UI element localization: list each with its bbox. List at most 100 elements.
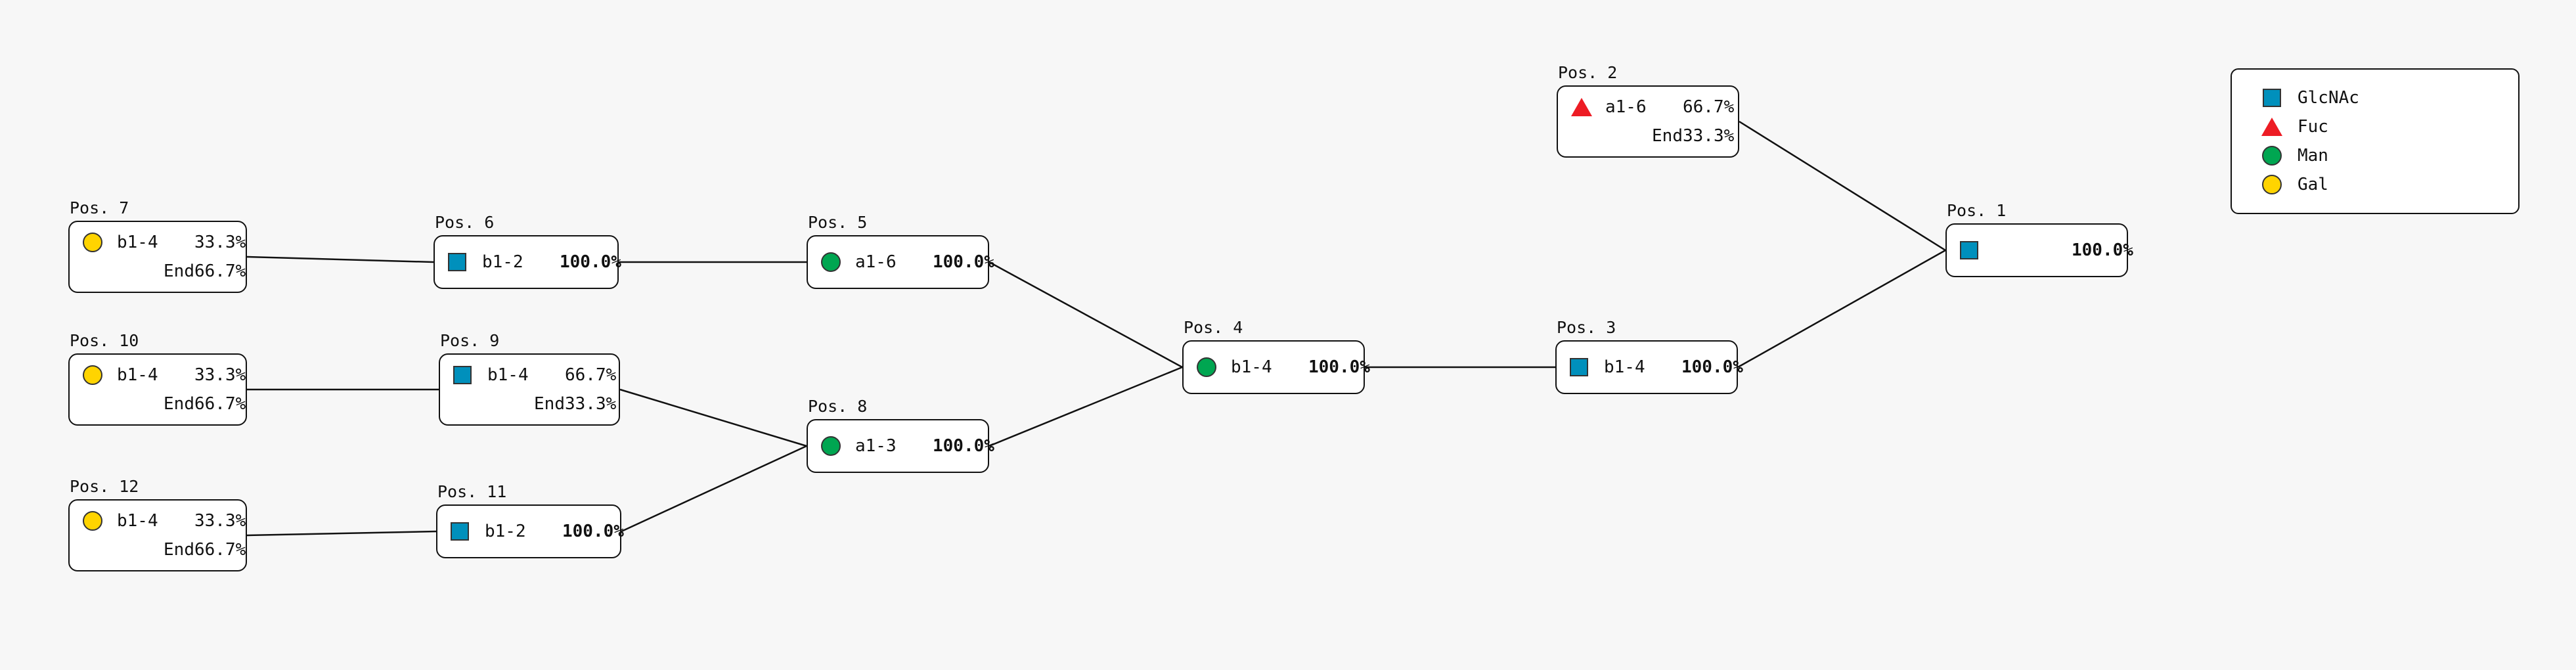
glcnac-square-icon (2263, 89, 2281, 107)
node-row: b1-4 33.3% (83, 228, 246, 257)
node-title: Pos. 12 (70, 477, 139, 496)
legend-label: Fuc (2298, 117, 2328, 137)
node-title: Pos. 6 (435, 213, 495, 232)
linkage-label: b1-4 (117, 233, 158, 252)
glycan-node-pos3[interactable]: Pos. 3 b1-4 100.0% (1555, 318, 1743, 394)
node-row: b1-4 100.0% (1197, 353, 1370, 382)
legend-icon-cell (2246, 89, 2298, 107)
node-icon-cell (1570, 358, 1604, 376)
linkage-label: End (1652, 126, 1683, 146)
glycan-edge-pos8-to-pos4 (988, 366, 1183, 447)
glcnac-square-icon (453, 366, 472, 384)
legend-label: Gal (2298, 175, 2328, 194)
percent-value: 66.7% (194, 394, 246, 414)
glycan-node-pos4[interactable]: Pos. 4 b1-4 100.0% (1182, 318, 1370, 394)
glycan-edge-pos3-to-pos1 (1737, 249, 1946, 368)
percent-value: 100.0% (562, 522, 624, 541)
percent-value: 33.3% (1683, 126, 1735, 146)
glcnac-square-icon (448, 253, 466, 271)
legend-label: Man (2298, 146, 2328, 166)
node-row: 100.0% (1960, 236, 2133, 265)
percent-value: 66.7% (194, 540, 246, 560)
glcnac-square-icon (1570, 358, 1588, 376)
linkage-label: a1-3 (855, 436, 897, 456)
node-title: Pos. 8 (808, 397, 868, 416)
percent-value: 33.3% (194, 365, 246, 385)
node-box: b1-2 100.0% (436, 504, 624, 558)
legend-icon-cell (2246, 146, 2298, 166)
percent-value: 66.7% (1683, 97, 1735, 117)
node-icon-cell (83, 233, 117, 252)
node-title: Pos. 4 (1184, 318, 1243, 337)
linkage-label: End (164, 261, 194, 281)
node-box: b1-4 100.0% (1182, 340, 1370, 394)
linkage-label: End (164, 394, 194, 414)
legend-item: Man (2246, 141, 2504, 170)
man-circle-icon (821, 252, 841, 272)
linkage-label: b1-4 (117, 365, 158, 385)
node-icon-cell (83, 365, 117, 385)
glycan-edge-pos7-to-pos6 (246, 256, 434, 263)
percent-value: 33.3% (194, 233, 246, 252)
node-icon-cell (83, 511, 117, 531)
gal-circle-icon (83, 511, 102, 531)
glycan-node-pos1[interactable]: Pos. 1 100.0% (1945, 201, 2133, 277)
linkage-label: a1-6 (855, 252, 897, 272)
percent-value: 66.7% (194, 261, 246, 281)
linkage-label: b1-2 (485, 522, 526, 541)
linkage-label: b1-4 (1231, 357, 1272, 377)
percent-value: 100.0% (1308, 357, 1370, 377)
man-circle-icon (821, 436, 841, 456)
node-row: b1-4 100.0% (1570, 353, 1743, 382)
node-title: Pos. 1 (1947, 201, 2007, 220)
glcnac-square-icon (1960, 241, 1978, 259)
percent-value: 33.3% (565, 394, 617, 414)
node-title: Pos. 7 (70, 198, 129, 217)
node-icon-cell (1571, 98, 1605, 116)
legend-icon-cell (2246, 175, 2298, 194)
node-title: Pos. 3 (1557, 318, 1616, 337)
node-title: Pos. 5 (808, 213, 868, 232)
node-icon-cell (1960, 241, 1994, 259)
linkage-label: b1-2 (482, 252, 523, 272)
node-title: Pos. 10 (70, 331, 139, 350)
legend-icon-cell (2246, 118, 2298, 136)
node-icon-cell (448, 253, 482, 271)
man-circle-icon (1197, 357, 1216, 377)
node-icon-cell (451, 522, 485, 541)
glycan-edge-pos2-to-pos1 (1739, 120, 1946, 252)
glycan-edge-pos12-to-pos11 (246, 530, 437, 537)
percent-value: 33.3% (194, 511, 246, 531)
node-icon-cell (821, 252, 855, 272)
node-title: Pos. 2 (1558, 63, 1618, 82)
linkage-label: End (534, 394, 565, 414)
legend-item: Gal (2246, 170, 2504, 199)
node-row: b1-4 33.3% (83, 361, 246, 390)
percent-value: 100.0% (1681, 357, 1743, 377)
legend-item: GlcNAc (2246, 83, 2504, 112)
linkage-label: b1-4 (1604, 357, 1645, 377)
